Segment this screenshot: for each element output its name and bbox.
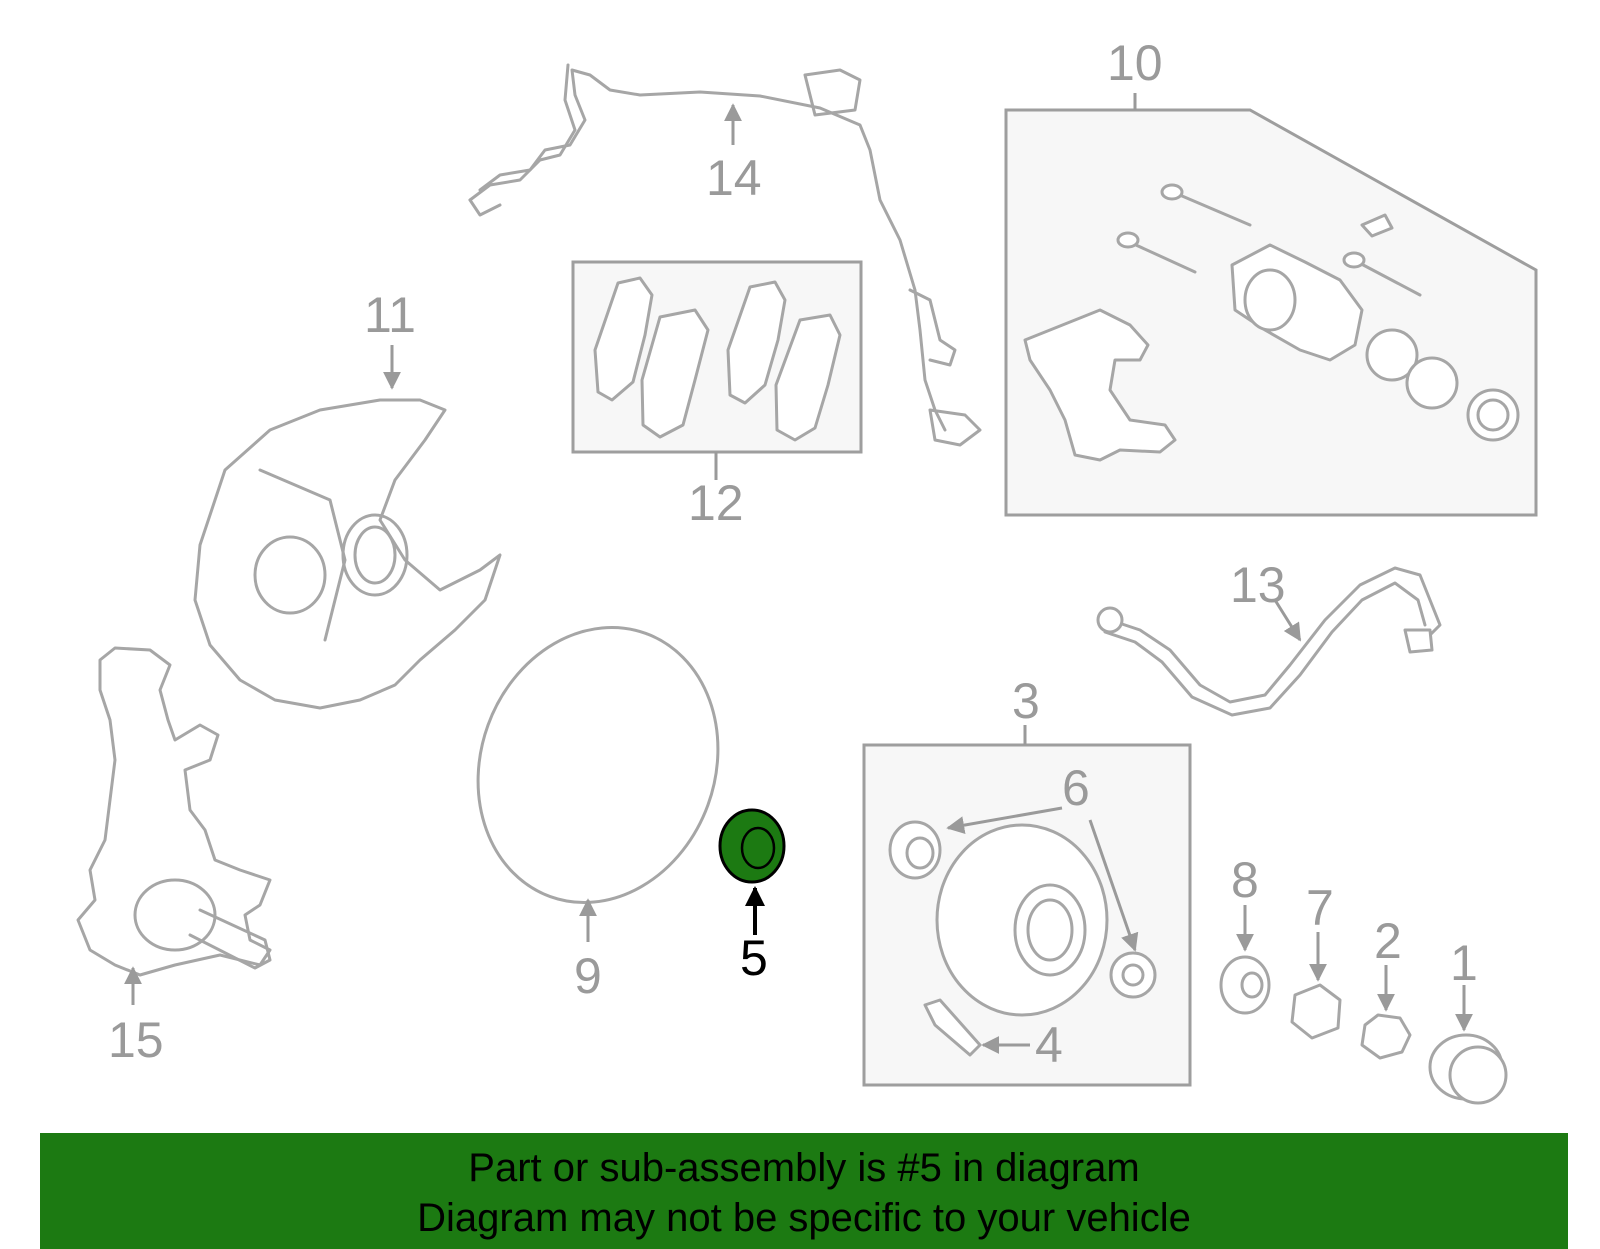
part-10-caliper-assembly[interactable] (1004, 108, 1538, 517)
part-7-nut[interactable] (1290, 983, 1342, 1040)
callout-8: 8 (1231, 852, 1259, 908)
part-2-nut-lock[interactable] (1360, 1013, 1412, 1060)
part-info-banner: Part or sub-assembly is #5 in diagram Di… (40, 1133, 1568, 1249)
part-3-hub-assembly[interactable] (862, 743, 1192, 1087)
callout-14: 14 (706, 150, 762, 206)
part-5-oil-seal[interactable] (718, 808, 786, 884)
callout-4: 4 (1035, 1017, 1063, 1073)
part-11-dust-shield[interactable] (193, 398, 502, 710)
callout-2: 2 (1374, 913, 1402, 969)
part-8-washer[interactable] (1219, 955, 1271, 1015)
callout-1: 1 (1450, 935, 1478, 991)
part-9-o-ring[interactable] (440, 593, 756, 936)
callout-6: 6 (1062, 760, 1090, 816)
callout-7: 7 (1306, 880, 1334, 936)
part-13-brake-hose[interactable] (1096, 566, 1442, 717)
callout-12: 12 (688, 475, 744, 531)
callout-3: 3 (1012, 673, 1040, 729)
callout-11: 11 (364, 287, 416, 343)
callout-15: 15 (108, 1012, 164, 1068)
part-1-grease-cap[interactable] (1428, 1033, 1508, 1105)
callout-5: 5 (740, 930, 768, 986)
part-12-brake-pad-set[interactable] (571, 260, 863, 454)
banner-line-1: Part or sub-assembly is #5 in diagram (468, 1146, 1140, 1190)
banner-line-2: Diagram may not be specific to your vehi… (417, 1196, 1191, 1240)
callout-13: 13 (1230, 557, 1286, 613)
part-14-abs-sensor-wire[interactable] (468, 63, 982, 447)
leader-13 (1273, 599, 1302, 642)
part-15-steering-knuckle[interactable] (76, 646, 272, 977)
callout-9: 9 (574, 948, 602, 1004)
callout-10: 10 (1107, 35, 1163, 91)
leader-6a (946, 806, 1063, 835)
leader-6b (1088, 819, 1139, 952)
